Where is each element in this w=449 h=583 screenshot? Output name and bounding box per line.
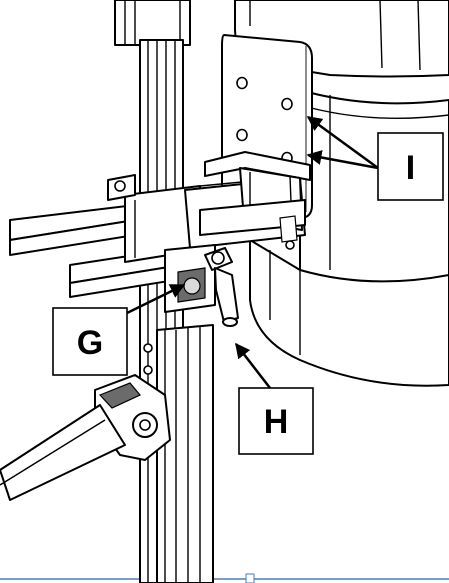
- vertical-column: [114, 0, 214, 583]
- plate-hole-1: [236, 76, 248, 90]
- callout-box-h: [238, 387, 314, 455]
- leader-h: [235, 342, 271, 389]
- leader-i-bottom: [306, 150, 379, 170]
- frame-bottom-marker: [245, 573, 255, 583]
- callout-box-i: [377, 132, 444, 201]
- callout-h: H: [235, 342, 314, 455]
- plate-hole-2: [281, 97, 293, 111]
- plate-hole-3: [236, 128, 248, 142]
- callout-box-g: [52, 307, 128, 376]
- callout-i: I: [306, 115, 444, 201]
- callout-g: G: [52, 283, 186, 376]
- callout-label-h: H: [264, 403, 289, 441]
- arm-assembly: [9, 151, 311, 298]
- column-hole-1: [143, 343, 153, 353]
- callout-label-g: G: [77, 324, 103, 362]
- callout-label-i: I: [406, 149, 415, 187]
- leader-i-top: [306, 115, 379, 170]
- elbow-bracket: [0, 374, 171, 501]
- arm-knob: [114, 180, 126, 192]
- arm-bolt: [285, 240, 295, 250]
- column-hole-2: [143, 365, 153, 375]
- leader-g: [126, 283, 186, 315]
